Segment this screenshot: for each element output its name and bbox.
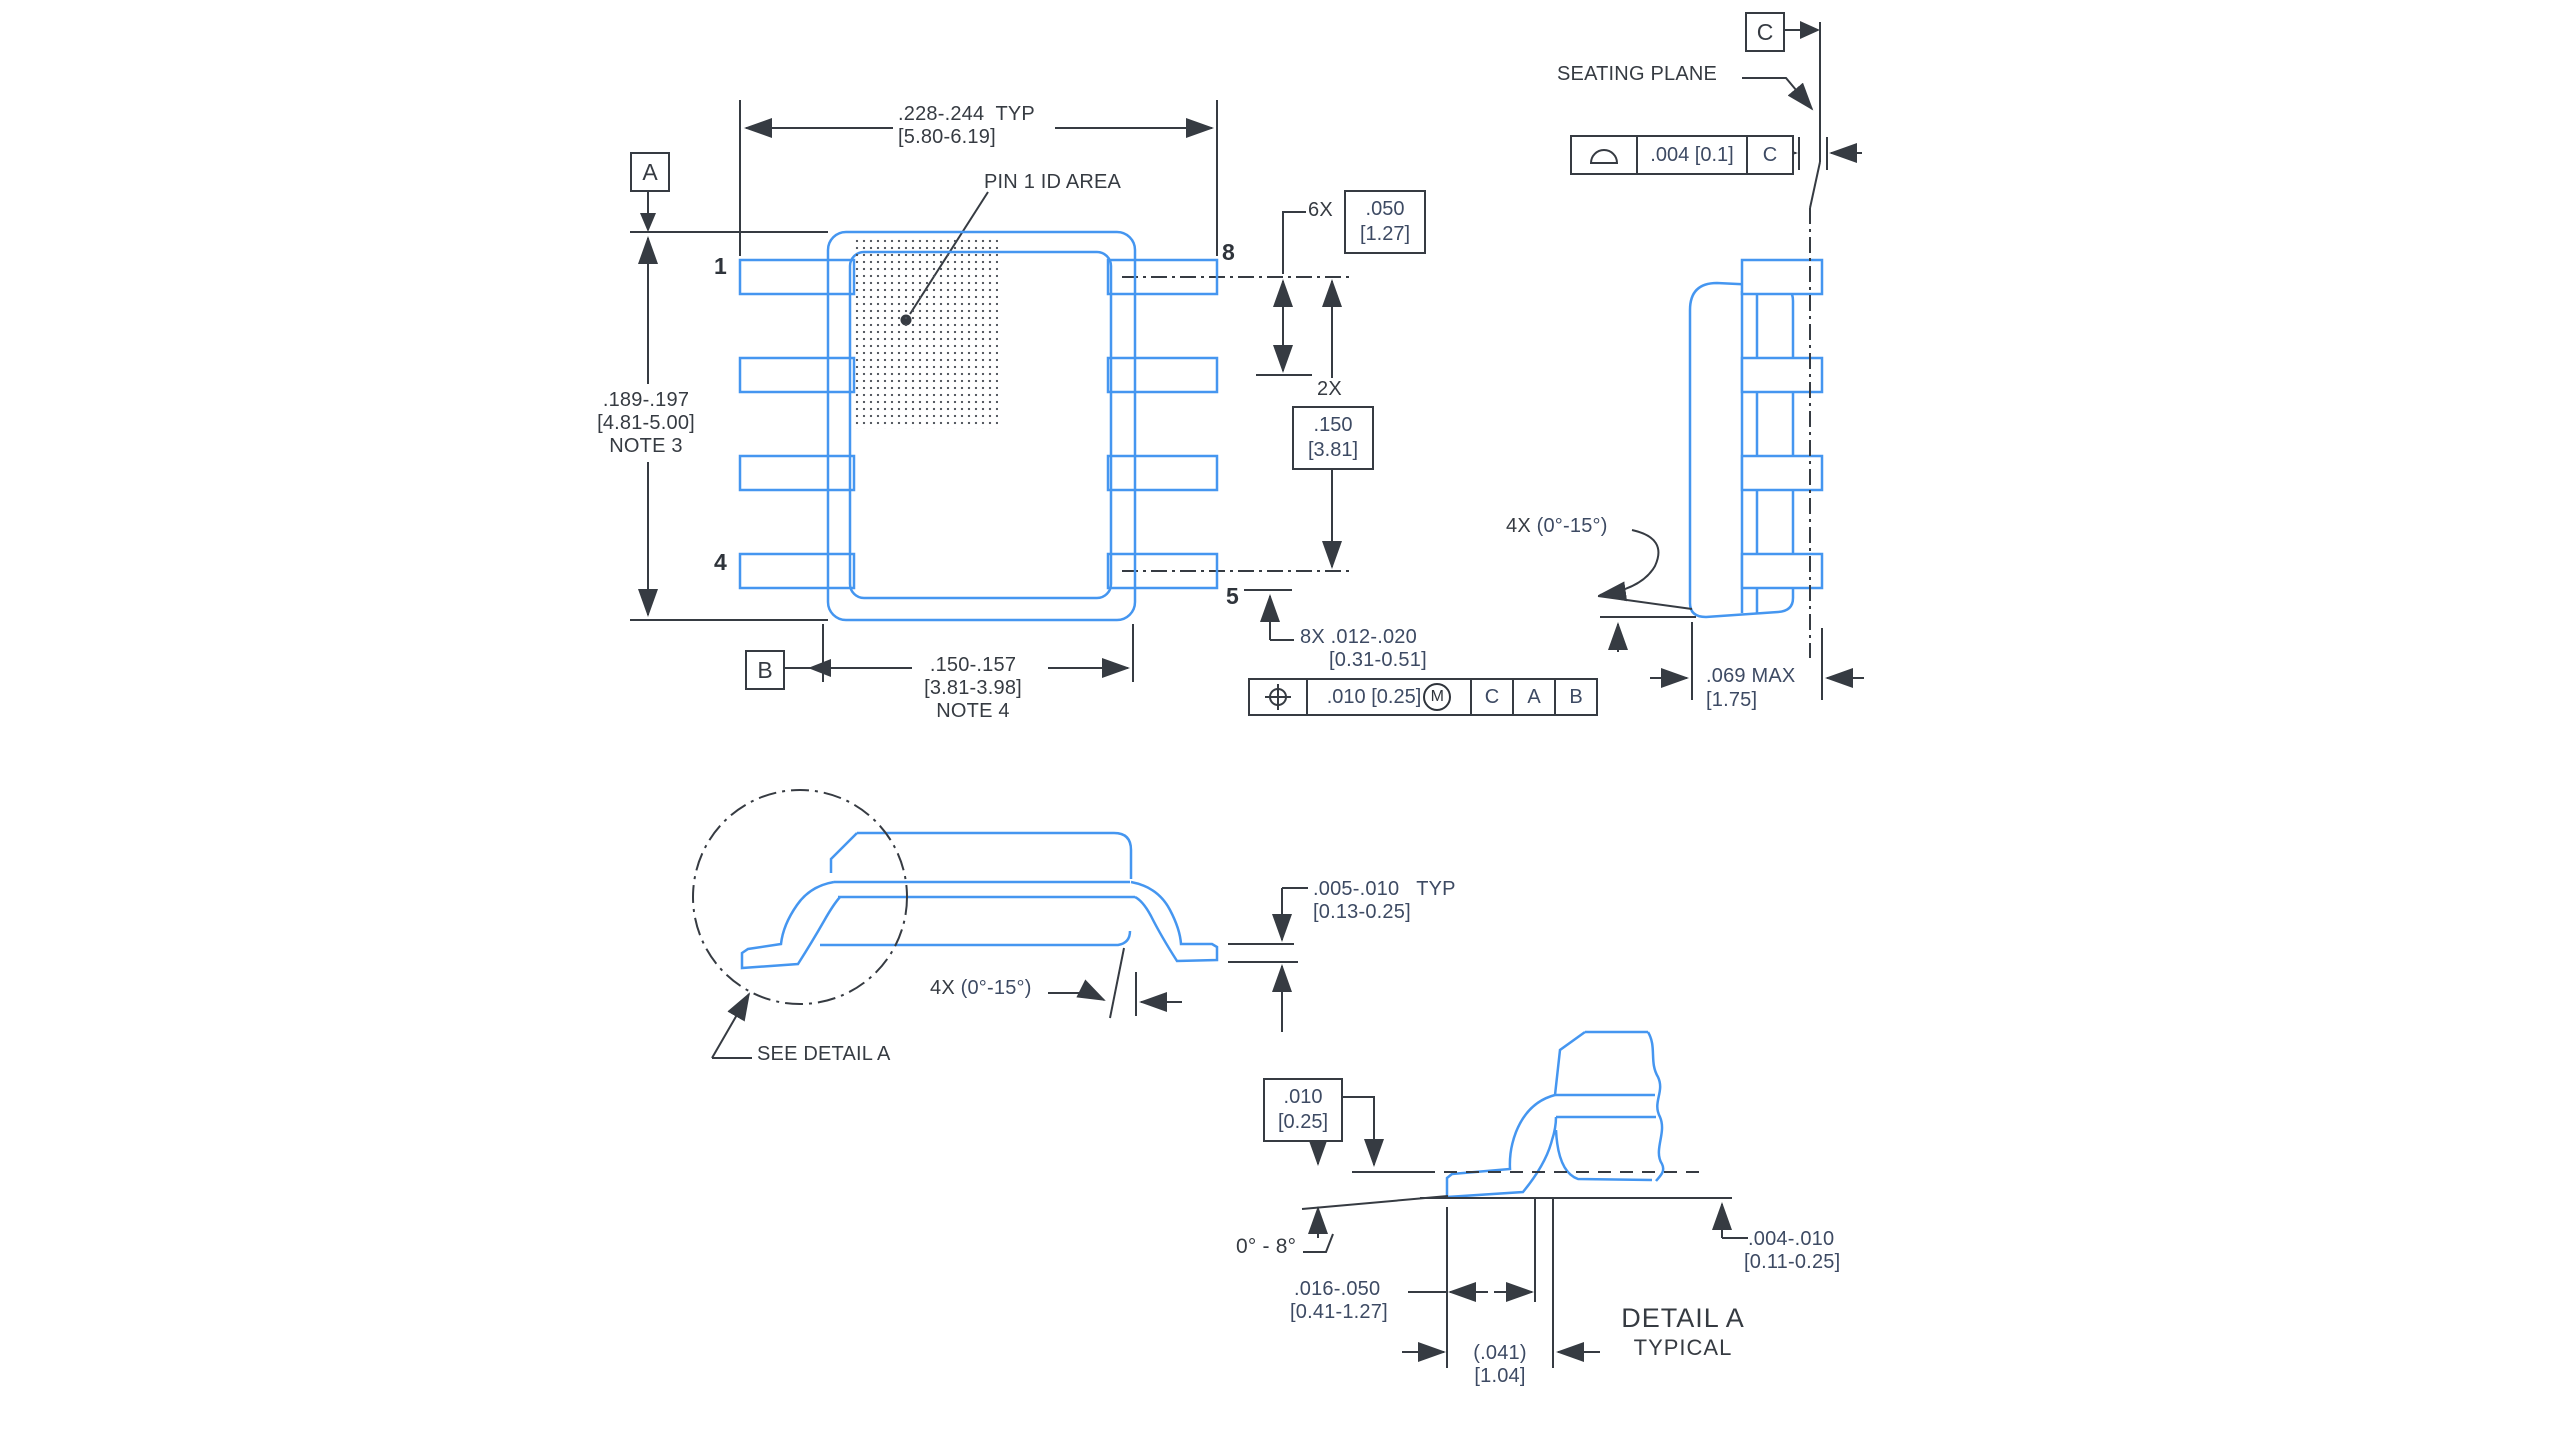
end-view-leads [1740,258,1824,590]
pin1-id-hatch-area [852,236,998,429]
pitch-dim: .050 [1365,198,1405,220]
end-view-dimensions [1597,21,1864,700]
overall-width-dim: .228-.244 TYP [898,103,1035,125]
position-datum-b: B [1569,685,1583,708]
position-fcf: .010 [0.25] M C A B [1248,678,1598,716]
foot-angle-dim: 0° - 8° [1236,1235,1297,1258]
pitch-dim-mm: [1.27] [1359,223,1411,245]
lead-width-dim-mm: [0.31-0.51] [1329,649,1427,671]
standoff-dim-mm: [0.11-0.25] [1744,1251,1841,1273]
pin-number-5: 5 [1226,583,1239,609]
span-dim-mm: [3.81] [1307,439,1359,461]
datum-a-box: A [630,152,670,192]
body-length-note: NOTE 3 [609,435,683,457]
seating-plane-label: SEATING PLANE [1557,63,1718,85]
foot-ref-dim: (.041) [1473,1342,1527,1364]
profile-fcf: .004 [0.1] C [1570,135,1794,175]
span-qty: 2X [1317,378,1342,400]
foot-length-dim-mm: [0.41-1.27] [1290,1301,1388,1323]
front-view-dimensions [692,789,1308,1059]
profile-of-surface-icon [1572,137,1638,173]
pin1-id-label: PIN 1 ID AREA [984,171,1122,193]
height-dim-mm: [1.75] [1706,689,1758,711]
pitch-basic-dim-box: .050 [1.27] [1344,190,1426,254]
span-dim: .150 [1313,414,1353,436]
datum-b-box: B [745,650,785,690]
pin-number-1: 1 [714,253,727,279]
position-tolerance-value: .010 [0.25] M [1308,680,1472,714]
detail-a-subtitle: TYPICAL [1633,1335,1733,1360]
gauge-plane-basic-dim-box: .010 [0.25] [1263,1078,1343,1142]
body-width-note: NOTE 4 [936,700,1010,722]
mmc-modifier-icon: M [1423,683,1452,711]
pin-number-8: 8 [1222,239,1235,265]
detail-a-dimensions [1301,1096,1748,1368]
profile-tolerance-value: .004 [0.1] [1638,137,1748,173]
see-detail-a-label: SEE DETAIL A [757,1043,891,1065]
end-lead-angle-label: 4X (0°-15°) [1506,515,1608,537]
body-length-dim-mm: [4.81-5.00] [597,412,695,434]
detail-a-title: DETAIL A [1621,1303,1745,1333]
pin-number-4: 4 [714,549,727,575]
standoff-dim: .004-.010 [1748,1228,1835,1250]
body-width-dim: .150-.157 [929,654,1017,676]
gauge-plane-dim: .010 [1283,1086,1323,1108]
position-datum-a: A [1514,680,1556,714]
front-lead-angle-label: 4X (0°-15°) [930,977,1032,999]
gauge-plane-dim-mm: [0.25] [1277,1111,1329,1133]
span-basic-dim-box: .150 [3.81] [1292,406,1374,470]
pitch-qty: 6X [1308,199,1333,221]
foot-ref-dim-mm: [1.04] [1474,1365,1526,1387]
position-datum-c: C [1472,680,1514,714]
body-length-dim: .189-.197 [602,389,690,411]
detail-a-part [1445,1030,1665,1199]
position-tolerance-icon [1250,680,1308,714]
lead-width-dim: 8X .012-.020 [1300,626,1417,648]
front-view-part [740,831,1219,970]
overall-width-dim-mm: [5.80-6.19] [898,126,996,148]
lead-thickness-dim: .005-.010 TYP [1313,878,1456,900]
lead-thickness-dim-mm: [0.13-0.25] [1313,901,1411,923]
profile-datum-c: C [1762,143,1778,166]
body-width-dim-mm: [3.81-3.98] [924,677,1022,699]
datum-c-box: C [1745,12,1785,52]
height-dim: .069 MAX [1706,665,1796,687]
foot-length-dim: .016-.050 [1294,1278,1381,1300]
